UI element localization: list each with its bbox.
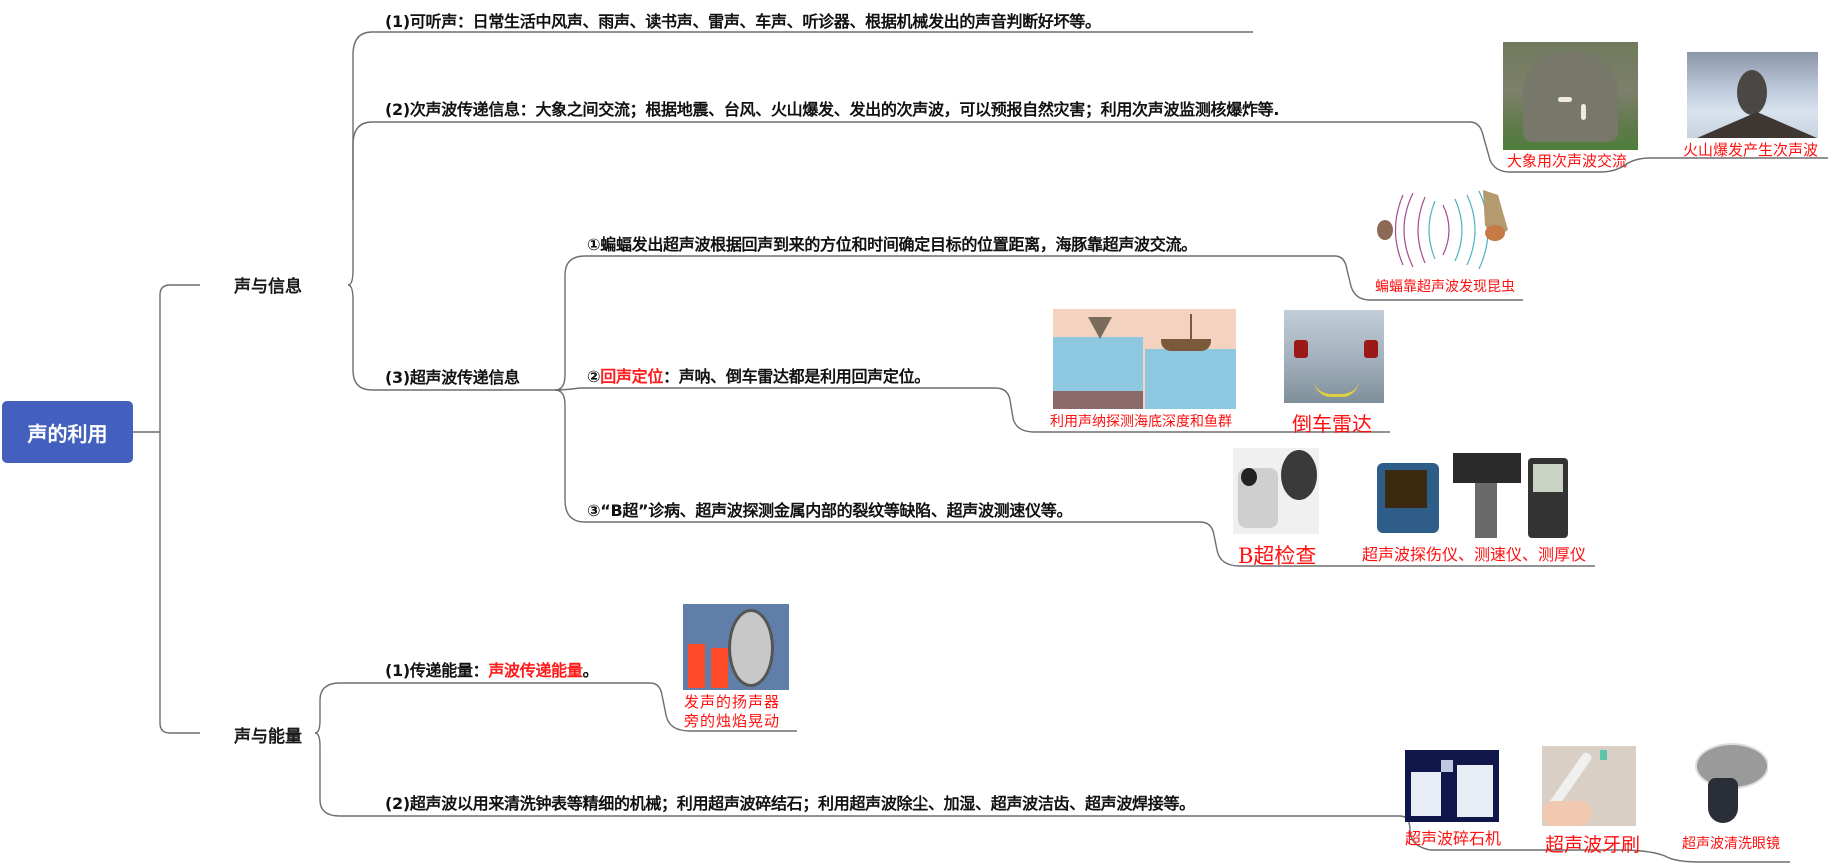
node-b-ultrasound[interactable]: ③“B超”诊病、超声波探测金属内部的裂纹等缺陷、超声波测速仪等。 (587, 501, 1073, 520)
lithotripter-image (1405, 750, 1499, 822)
ultrasonic-cleaner-image (1693, 738, 1768, 828)
branch-sound-information[interactable]: 声与信息 (234, 277, 302, 297)
caption-speaker-line1: 发声的扬声器 (684, 693, 781, 711)
echolocation-text: ：声呐、倒车雷达都是利用回声定位。 (663, 367, 930, 386)
branch-sound-energy[interactable]: 声与能量 (234, 727, 302, 747)
bat-echolocation-image (1373, 185, 1513, 275)
caption-instruments: 超声波探伤仪、测速仪、测厚仪 (1362, 545, 1587, 564)
b-ultrasound-image (1233, 448, 1319, 534)
reversing-radar-image (1284, 310, 1384, 403)
energy-suffix: 。 (582, 661, 599, 680)
echolocation-highlight: 回声定位 (600, 367, 664, 386)
node-ultrasound-info[interactable]: (3)超声波传递信息 (385, 368, 520, 387)
caption-bat: 蝙蝠靠超声波发现昆虫 (1375, 279, 1515, 295)
volcano-image (1687, 52, 1818, 138)
node-energy-transfer[interactable]: (1)传递能量：声波传递能量。 (385, 657, 599, 681)
caption-b-ultrasound: B超检查 (1238, 544, 1317, 568)
node-audible-sound[interactable]: (1)可听声：日常生活中风声、雨声、读书声、雷声、车声、听诊器、根据机械发出的声… (385, 12, 1101, 31)
node-infrasound[interactable]: (2)次声波传递信息：大象之间交流；根据地震、台风、火山爆发、发出的次声波，可以… (385, 100, 1280, 119)
caption-toothbrush: 超声波牙刷 (1545, 834, 1641, 856)
speaker-candle-image (683, 604, 789, 690)
caption-lithotripter: 超声波碎石机 (1405, 829, 1502, 848)
caption-speaker-line2: 旁的烛焰晃动 (684, 712, 781, 730)
node-echolocation[interactable]: ②回声定位：声呐、倒车雷达都是利用回声定位。 (587, 363, 930, 387)
node-ultrasound-cleaning[interactable]: (2)超声波以用来清洗钟表等精细的机械；利用超声波碎结石；利用超声波除尘、加湿、… (385, 794, 1195, 813)
caption-elephant: 大象用次声波交流 (1507, 152, 1628, 170)
elephant-image (1503, 42, 1638, 150)
caption-cleaner: 超声波清洗眼镜 (1682, 836, 1780, 852)
node-bat-echolocation[interactable]: ①蝙蝠发出超声波根据回声到来的方位和时间确定目标的位置距离，海豚靠超声波交流。 (587, 235, 1197, 254)
sonar-image (1053, 309, 1236, 409)
energy-prefix: (1)传递能量： (385, 661, 489, 680)
root-node[interactable]: 声的利用 (2, 401, 133, 463)
energy-highlight: 声波传递能量 (488, 661, 583, 680)
echolocation-prefix: ② (587, 367, 601, 386)
caption-volcano: 火山爆发产生次声波 (1683, 141, 1819, 159)
caption-sonar: 利用声纳探测海底深度和鱼群 (1050, 414, 1232, 430)
ultrasonic-toothbrush-image (1542, 746, 1636, 826)
ultrasonic-instruments-image (1363, 450, 1578, 542)
caption-reversing-radar: 倒车雷达 (1292, 412, 1372, 436)
